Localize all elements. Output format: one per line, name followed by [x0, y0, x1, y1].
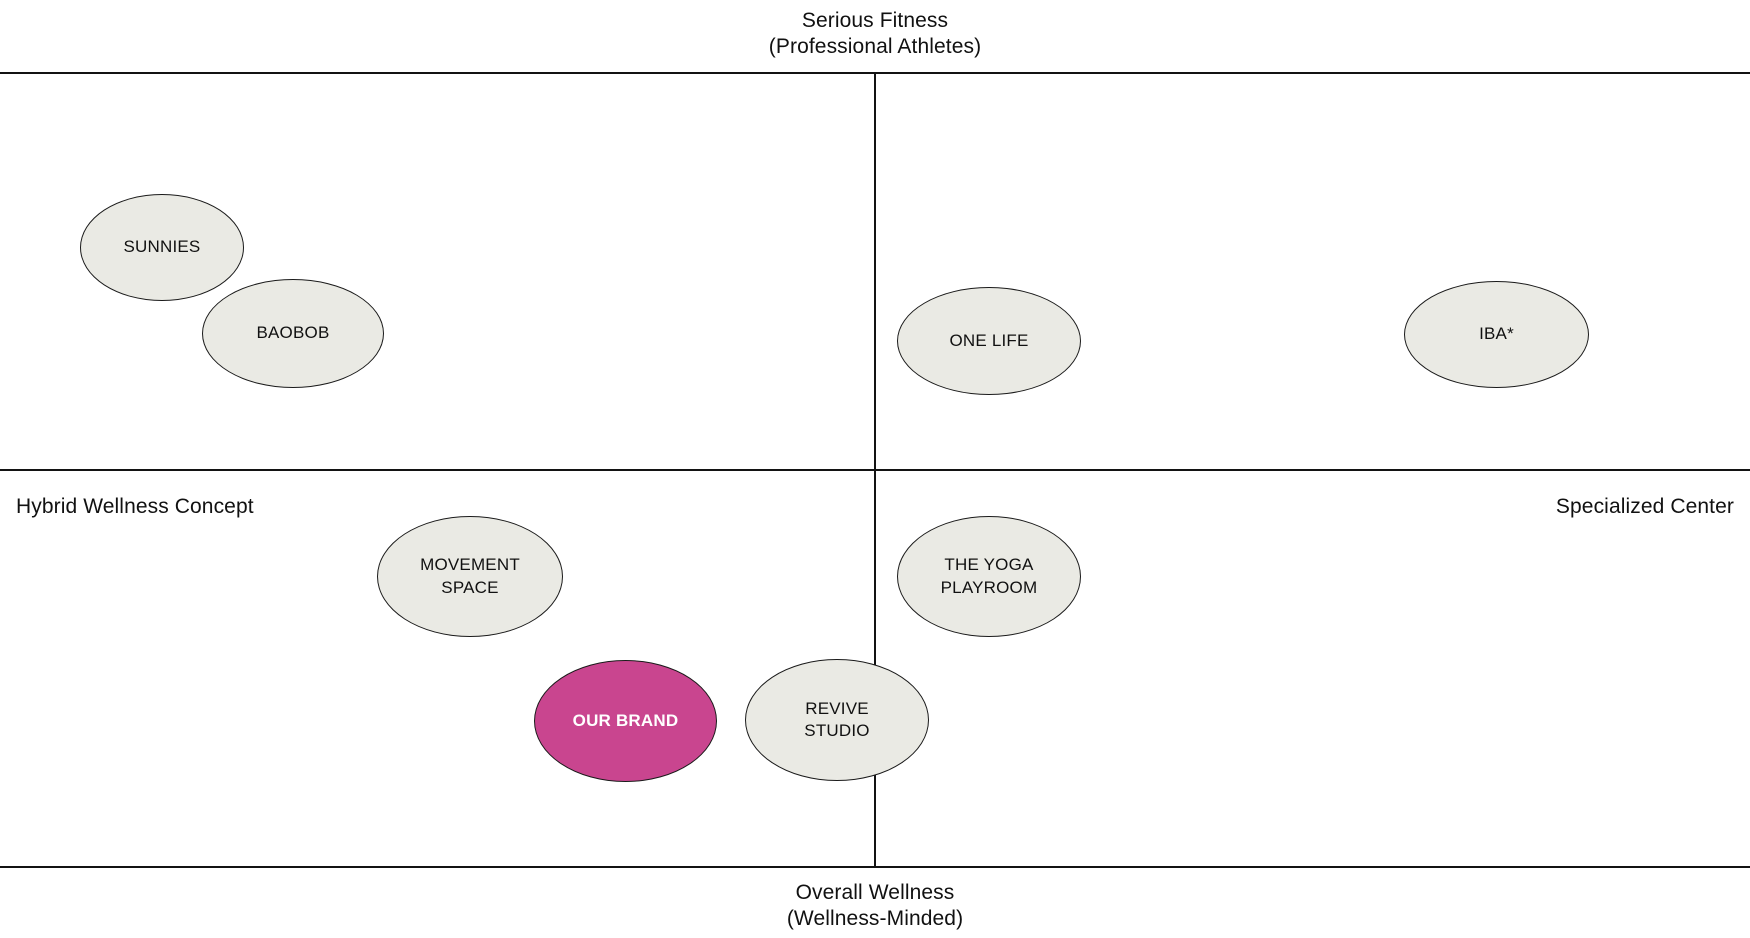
brand-bubble[interactable]: ONE LIFE [897, 287, 1081, 395]
brand-bubble[interactable]: MOVEMENT SPACE [377, 516, 563, 637]
axis-label-left: Hybrid Wellness Concept [16, 495, 254, 518]
axis-label-right: Specialized Center [1555, 495, 1734, 518]
brand-bubble[interactable]: OUR BRAND [534, 660, 717, 782]
axis-line-vertical [874, 72, 876, 868]
brand-bubble[interactable]: SUNNIES [80, 194, 244, 301]
brand-bubble[interactable]: THE YOGA PLAYROOM [897, 516, 1081, 637]
brand-bubble[interactable]: IBA* [1404, 281, 1589, 388]
brand-bubble[interactable]: REVIVE STUDIO [745, 659, 929, 781]
brand-bubble[interactable]: BAOBOB [202, 279, 384, 388]
axis-label-bottom: Overall Wellness (Wellness-Minded) [786, 881, 964, 931]
axis-label-top: Serious Fitness (Professional Athletes) [768, 9, 982, 59]
